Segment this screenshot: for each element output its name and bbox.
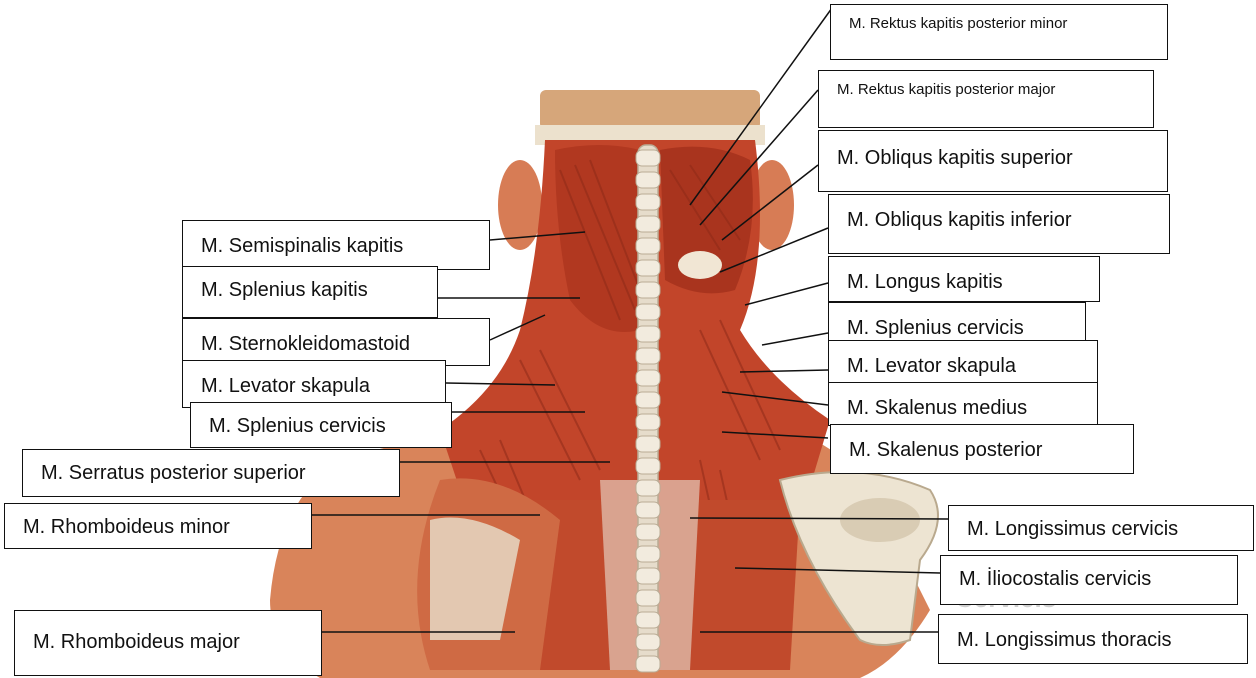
label-levator-left: M. Levator skapula [182,360,446,408]
leader-longissimus-cervicis [690,518,948,519]
label-skalenus-posterior-text: M. Skalenus posterior [849,439,1042,461]
vertebra [636,568,660,584]
label-splenius-cervicis-left: M. Splenius cervicis [190,402,452,448]
vertebra [636,634,660,650]
label-rectus-major-text: M. Rektus kapitis posterior major [837,81,1055,98]
skull-cut-top [540,90,760,130]
label-splenius-kapitis: M. Splenius kapitis [182,266,438,318]
suboccipital-triangle [678,251,722,279]
shoulder-joint [840,498,920,542]
vertebra [636,590,660,606]
vertebra [636,216,660,232]
vertebra [636,612,660,628]
vertebra [636,436,660,452]
label-rhomboideus-minor: M. Rhomboideus minor [4,503,312,549]
label-longissimus-cervicis: M. Longissimus cervicis [948,505,1254,551]
vertebra [636,656,660,672]
vertebra [636,502,660,518]
label-obliquus-superior: M. Obliqus kapitis superior [818,130,1168,192]
vertebra [636,326,660,342]
vertebra [636,260,660,276]
label-rectus-major: M. Rektus kapitis posterior major [818,70,1154,128]
vertebra [636,282,660,298]
label-obliquus-superior-text: M. Obliqus kapitis superior [837,147,1073,169]
label-skalenus-posterior: M. Skalenus posterior [830,424,1134,474]
label-iliocostalis-cervicis-text: M. İliocostalis cervicis [959,568,1151,590]
label-rectus-minor: M. Rektus kapitis posterior minor [830,4,1168,60]
label-rectus-minor-text: M. Rektus kapitis posterior minor [849,15,1067,32]
vertebra [636,546,660,562]
label-splenius-cervicis-right-text: M. Splenius cervicis [847,317,1024,339]
label-rhomboideus-major: M. Rhomboideus major [14,610,322,676]
label-rhomboideus-major-text: M. Rhomboideus major [33,631,240,653]
label-serratus-posterior-superior-text: M. Serratus posterior superior [41,462,306,484]
vertebra [636,414,660,430]
label-levator-right-text: M. Levator skapula [847,355,1016,377]
leader-splenius-cervicis-r [762,333,828,345]
label-semispinalis-kapitis: M. Semispinalis kapitis [182,220,490,270]
label-serratus-posterior-superior: M. Serratus posterior superior [22,449,400,497]
label-skalenus-medius: M. Skalenus medius [828,382,1098,426]
label-obliquus-inferior-text: M. Obliqus kapitis inferior [847,209,1072,231]
label-levator-right: M. Levator skapula [828,340,1098,384]
vertebra [636,458,660,474]
label-obliquus-inferior: M. Obliqus kapitis inferior [828,194,1170,254]
vertebra [636,172,660,188]
vertebra [636,194,660,210]
label-splenius-cervicis-left-text: M. Splenius cervicis [209,415,386,437]
vertebra [636,348,660,364]
leader-longus [745,283,828,305]
vertebra [636,480,660,496]
label-skalenus-medius-text: M. Skalenus medius [847,397,1027,419]
vertebra [636,304,660,320]
label-longissimus-thoracis-text: M. Longissimus thoracis [957,629,1172,651]
label-rhomboideus-minor-text: M. Rhomboideus minor [23,516,230,538]
vertebra [636,238,660,254]
label-longissimus-thoracis: M. Longissimus thoracis [938,614,1248,664]
label-splenius-kapitis-text: M. Splenius kapitis [201,279,368,301]
label-longus-kapitis: M. Longus kapitis [828,256,1100,302]
label-semispinalis-kapitis-text: M. Semispinalis kapitis [201,235,403,257]
vertebra [636,524,660,540]
label-iliocostalis-cervicis: M. İliocostalis cervicis [940,555,1238,605]
label-longus-kapitis-text: M. Longus kapitis [847,271,1003,293]
vertebra [636,392,660,408]
label-sternokleidomastoid: M. Sternokleidomastoid [182,318,490,366]
vertebra [636,370,660,386]
label-longissimus-cervicis-text: M. Longissimus cervicis [967,518,1178,540]
label-sternokleidomastoid-text: M. Sternokleidomastoid [201,333,410,355]
vertebra [636,150,660,166]
label-levator-left-text: M. Levator skapula [201,375,370,397]
